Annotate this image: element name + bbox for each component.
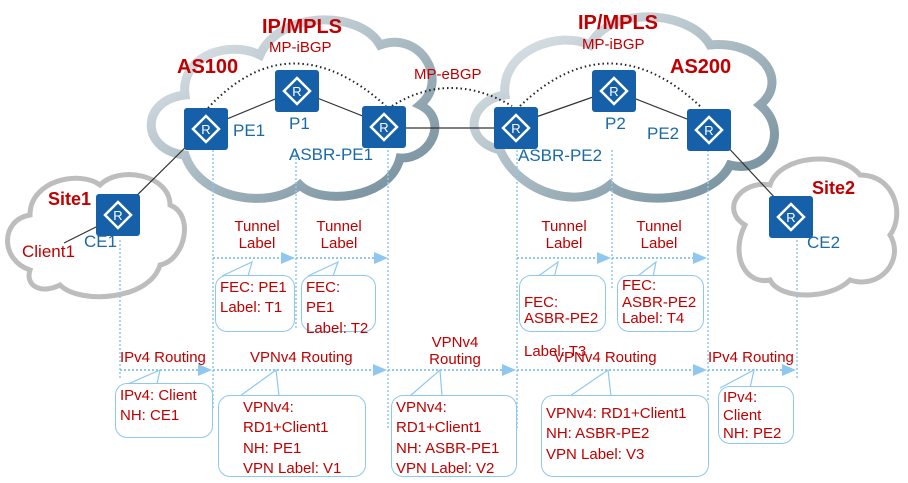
route-line: IPv4:	[723, 389, 758, 406]
router-icon: R	[599, 76, 629, 106]
svg-text:R: R	[292, 84, 301, 99]
cloud-site1	[5, 172, 187, 300]
router-asbr-pe1[interactable]: R	[362, 106, 406, 148]
ebgp-label: MP-eBGP	[414, 66, 482, 83]
client1-label: Client1	[22, 242, 75, 261]
site1-label: Site1	[48, 189, 92, 209]
router-p2[interactable]: R	[592, 70, 636, 112]
routing-header-5: IPv4 Routing	[708, 349, 794, 366]
svg-text:R: R	[786, 210, 795, 225]
svg-text:R: R	[704, 123, 713, 138]
link-client1-ce1	[63, 224, 101, 244]
router-asbr-pe2[interactable]: R	[494, 107, 538, 149]
routing-header-1: IPv4 Routing	[120, 349, 206, 366]
routing-callout-2: VPNv4: RD1+Client1 NH: PE1 VPN Label: V1	[218, 395, 366, 477]
routing-header-3: VPNv4 Routing	[429, 334, 481, 369]
router-pe2[interactable]: R	[687, 109, 731, 151]
as200-ibgp-label: MP-iBGP	[582, 36, 645, 53]
route-line: RD1+Client1	[243, 419, 329, 437]
asbr-pe2-label: ASBR-PE2	[518, 146, 603, 165]
router-pe1[interactable]: R	[184, 108, 228, 150]
routing-header-4: VPNv4 Routing	[554, 349, 657, 366]
as100-label: AS100	[177, 56, 239, 78]
router-icon: R	[191, 114, 221, 144]
as100-title: IP/MPLS	[262, 16, 343, 38]
ce1-label: CE1	[84, 232, 118, 251]
tunnel-callout-2: FEC: PE1 Label: T2	[301, 275, 376, 337]
pe1-label: PE1	[233, 121, 266, 140]
route-line: NH: CE1	[120, 407, 180, 425]
label: Label: T3	[524, 343, 587, 360]
mp-ebgp	[391, 87, 513, 107]
route-line: VPN Label: V1	[243, 459, 342, 477]
router-icon: R	[282, 76, 312, 106]
label: Label: T4	[622, 310, 685, 327]
guide-lines	[119, 150, 798, 430]
svg-text:R: R	[511, 121, 520, 136]
routing-header-2: VPNv4 Routing	[250, 349, 353, 366]
router-icon: R	[776, 202, 806, 232]
route-line: NH: ASBR-PE1	[396, 439, 500, 457]
mp-ibgp-as200	[519, 62, 703, 109]
routing-callout-3: VPNv4: RD1+Client1 NH: ASBR-PE1 VPN Labe…	[391, 395, 517, 477]
as100-ibgp-label: MP-iBGP	[269, 39, 332, 56]
as200-label: AS200	[670, 56, 732, 78]
router-icon: R	[694, 115, 724, 145]
route-line: NH: PE2	[723, 425, 782, 442]
svg-text:R: R	[113, 208, 122, 223]
fec: FEC: ASBR-PE2	[622, 277, 697, 311]
fec: FEC: PE1	[306, 279, 341, 317]
routing-callout-1: IPv4: Client NH: CE1	[115, 383, 213, 438]
p2-label: P2	[605, 114, 626, 133]
bgp-sessions	[207, 62, 703, 109]
route-line: RD1+Client1	[396, 419, 482, 437]
route-line: VPN Label: V3	[546, 445, 645, 463]
routing-callout-4: VPNv4: RD1+Client1 NH: ASBR-PE2 VPN Labe…	[541, 395, 709, 477]
router-ce2[interactable]: R	[769, 196, 813, 238]
route-line: NH: PE1	[243, 439, 302, 457]
route-line: NH: ASBR-PE2	[546, 425, 650, 443]
tunnel-callout-1: FEC: PE1 Label: T1	[215, 275, 295, 332]
route-line: VPNv4: RD1+Client1	[546, 405, 687, 422]
router-icon: R	[369, 112, 399, 142]
fec: FEC: PE1	[220, 279, 287, 296]
route-line: VPN Label: V2	[396, 459, 495, 477]
svg-text:R: R	[379, 120, 388, 135]
routing-callout-5: IPv4: Client NH: PE2	[718, 386, 794, 444]
tunnel-callout-3: FEC: ASBR-PE2 Label: T3	[519, 275, 606, 360]
tunnel-header-3: Tunnel Label	[541, 218, 587, 253]
router-icon: R	[501, 113, 531, 143]
ce2-label: CE2	[807, 233, 841, 252]
route-line: Client	[723, 407, 762, 424]
pe2-label: PE2	[647, 124, 680, 143]
route-line: VPNv4:	[396, 399, 447, 416]
tunnel-header-2: Tunnel Label	[316, 218, 362, 253]
svg-text:R: R	[201, 122, 210, 137]
label: Label: T1	[220, 299, 283, 317]
asbr-pe1-label: ASBR-PE1	[289, 145, 374, 164]
site2-label: Site2	[812, 178, 856, 198]
tunnel-header-1: Tunnel Label	[234, 218, 280, 253]
tunnel-callout-4: FEC: ASBR-PE2 Label: T4	[617, 275, 704, 332]
flow-arrows	[120, 252, 796, 376]
p1-label: P1	[289, 114, 310, 133]
svg-text:R: R	[609, 84, 618, 99]
router-p1[interactable]: R	[275, 70, 319, 112]
router-ce1[interactable]: R	[96, 194, 140, 236]
as200-title: IP/MPLS	[578, 12, 659, 34]
route-line: IPv4: Client	[120, 387, 197, 404]
tunnel-header-4: Tunnel Label	[636, 218, 682, 253]
router-icon: R	[103, 200, 133, 230]
label: Label: T2	[306, 319, 369, 337]
fec: FEC: ASBR-PE2	[524, 293, 599, 327]
cloud-site2	[731, 156, 900, 298]
route-line: VPNv4:	[243, 399, 294, 416]
mp-ibgp-as100	[207, 62, 387, 109]
